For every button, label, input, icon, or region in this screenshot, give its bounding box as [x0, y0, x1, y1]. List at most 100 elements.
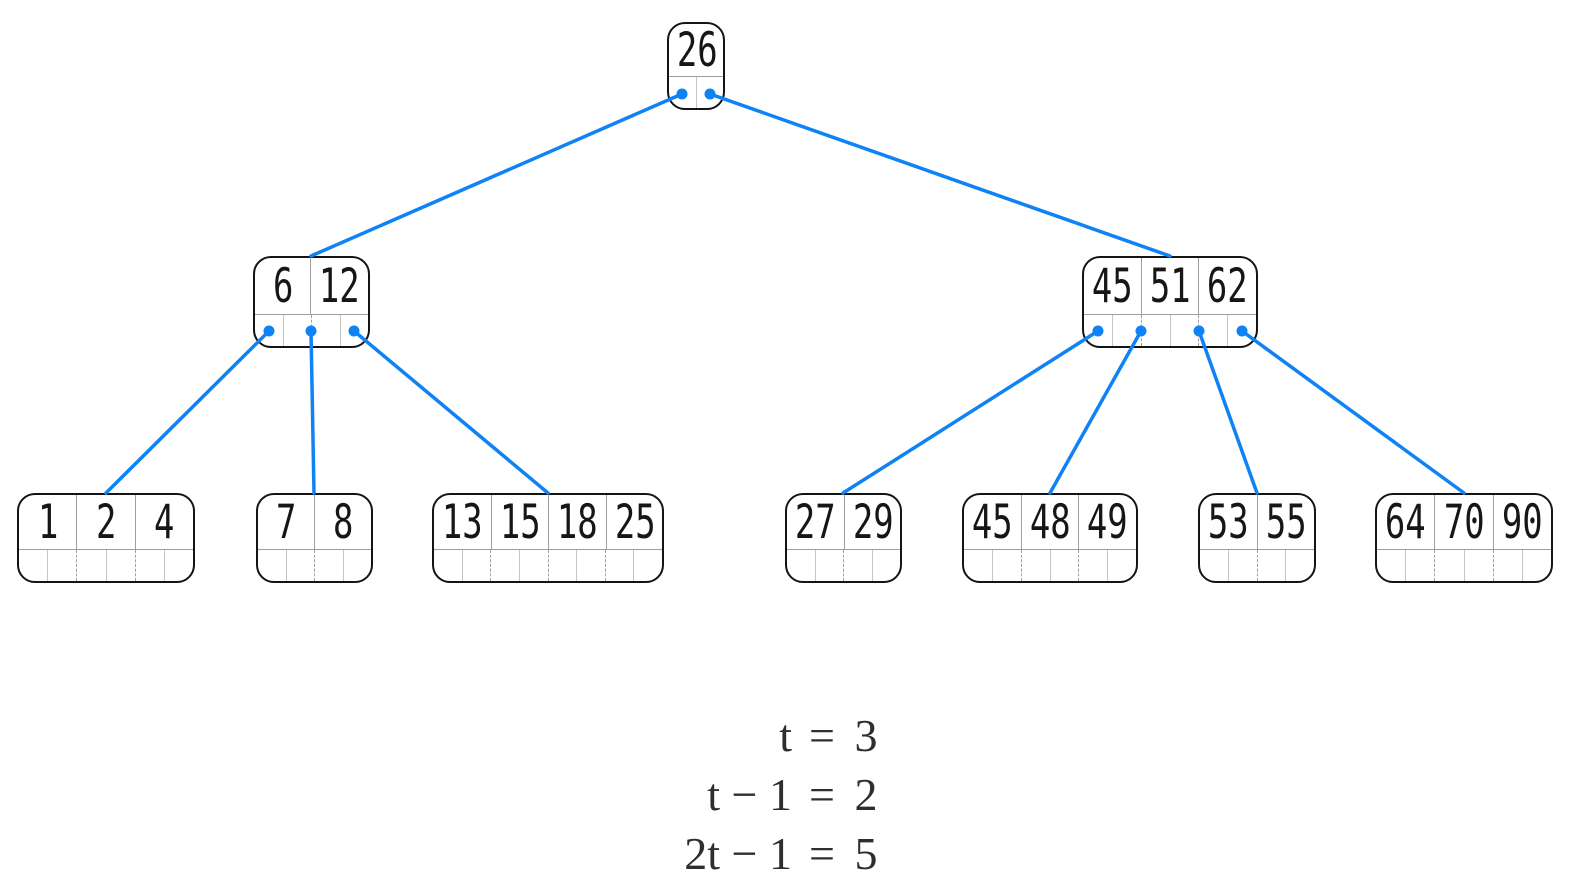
pointer-slot [1406, 550, 1434, 581]
pointer-row [669, 77, 723, 108]
pointer-slot [1113, 315, 1141, 346]
key-value: 62 [1207, 258, 1249, 314]
key-cell: 26 [669, 24, 723, 76]
pointer-cell [1140, 315, 1199, 346]
pointer-slot [669, 77, 697, 108]
key-value: 51 [1149, 258, 1191, 314]
pointer-cell [1020, 550, 1079, 581]
key-cell: 13 [434, 495, 491, 549]
btree-leaf-1-2-4: 1 2 4 [17, 493, 195, 583]
pointer-row [787, 550, 900, 581]
key-value: 18 [557, 494, 598, 550]
tree-edge [1240, 329, 1466, 495]
btree-leaf-7-8: 7 8 [256, 493, 373, 583]
btree-leaf-27-29: 27 29 [785, 493, 902, 583]
key-cell: 45 [1084, 258, 1141, 314]
pointer-cell [1198, 315, 1256, 346]
pointer-cell [1434, 550, 1492, 581]
key-value: 53 [1207, 494, 1249, 550]
pointer-slot [1465, 550, 1493, 581]
pointer-slot [964, 550, 993, 581]
btree-node-internal-right: 45 51 62 [1082, 256, 1258, 348]
key-value: 64 [1385, 494, 1427, 550]
equation-rhs: 2 [854, 769, 878, 820]
key-value: 6 [272, 258, 293, 314]
key-value: 25 [614, 494, 656, 550]
pointer-slot [136, 550, 165, 581]
key-row: 7 8 [258, 495, 371, 550]
key-cell: 12 [310, 258, 368, 314]
pointer-slot [606, 550, 635, 581]
pointer-slot [1079, 550, 1109, 581]
pointer-slot [341, 315, 369, 346]
pointer-slot [1051, 550, 1079, 581]
pointer-slot [844, 550, 873, 581]
pointer-slot [284, 315, 312, 346]
btree-node-root: 26 [667, 22, 725, 110]
key-cell: 4 [134, 495, 193, 549]
pointer-slot [491, 550, 520, 581]
pointer-slot [1523, 550, 1551, 581]
equation-lhs: t − 1 [707, 769, 792, 820]
pointer-cell [1200, 550, 1257, 581]
pointer-slot [549, 550, 578, 581]
key-value: 12 [319, 258, 361, 314]
pointer-slot [77, 550, 107, 581]
pointer-slot [19, 550, 49, 581]
key-cell: 90 [1492, 494, 1551, 550]
key-cell: 25 [605, 494, 662, 550]
pointer-slot [1022, 550, 1051, 581]
pointer-slot [1258, 550, 1287, 581]
pointer-cell [1084, 315, 1141, 346]
pointer-row [1200, 550, 1314, 581]
pointer-slot [1435, 550, 1465, 581]
key-cell: 15 [490, 494, 549, 550]
pointer-cell [258, 550, 314, 581]
pointer-slot [315, 550, 344, 581]
key-cell: 62 [1198, 258, 1256, 314]
pointer-slot [1108, 550, 1136, 581]
key-value: 27 [794, 494, 836, 550]
key-value: 7 [275, 494, 297, 550]
key-cell: 51 [1140, 258, 1199, 314]
key-value: 29 [852, 494, 894, 550]
key-cell: 49 [1078, 495, 1136, 549]
key-cell: 2 [76, 495, 134, 549]
equals-sign: = [809, 828, 835, 879]
key-value: 45 [1091, 258, 1133, 314]
key-value: 15 [499, 494, 541, 550]
pointer-slot [107, 550, 135, 581]
key-cell: 1 [19, 495, 76, 549]
pointer-cell [787, 550, 843, 581]
pointer-row [258, 550, 371, 581]
equation-lhs: t [779, 710, 792, 761]
key-cell: 48 [1020, 495, 1079, 549]
pointer-row [964, 550, 1136, 581]
tree-edge [1048, 329, 1143, 495]
tree-edge [1197, 329, 1259, 495]
btree-node-internal-left: 6 12 [253, 256, 370, 348]
key-row: 6 12 [255, 258, 368, 315]
equals-sign: = [809, 710, 835, 761]
pointer-cell [255, 315, 311, 346]
equation-line: t − 1 = 2 [600, 765, 880, 824]
pointer-slot [873, 550, 901, 581]
equals-sign: = [809, 769, 835, 820]
key-cell: 29 [843, 494, 900, 550]
btree-leaf-53-55: 53 55 [1198, 493, 1316, 583]
equation-lhs: 2t − 1 [684, 828, 792, 879]
pointer-cell [604, 550, 662, 581]
pointer-slot [1142, 315, 1171, 346]
key-row: 13 15 18 25 [434, 495, 662, 550]
pointer-cell [134, 550, 193, 581]
pointer-cell [1256, 550, 1315, 581]
equations-block: t = 3 t − 1 = 2 2t − 1 = 5 [600, 706, 880, 883]
pointer-slot [697, 77, 724, 108]
key-cell: 8 [314, 495, 371, 549]
pointer-slot [816, 550, 844, 581]
key-cell: 70 [1434, 495, 1492, 549]
key-value: 90 [1501, 494, 1543, 550]
pointer-slot [434, 550, 463, 581]
pointer-slot [577, 550, 605, 581]
pointer-cell [669, 77, 723, 108]
